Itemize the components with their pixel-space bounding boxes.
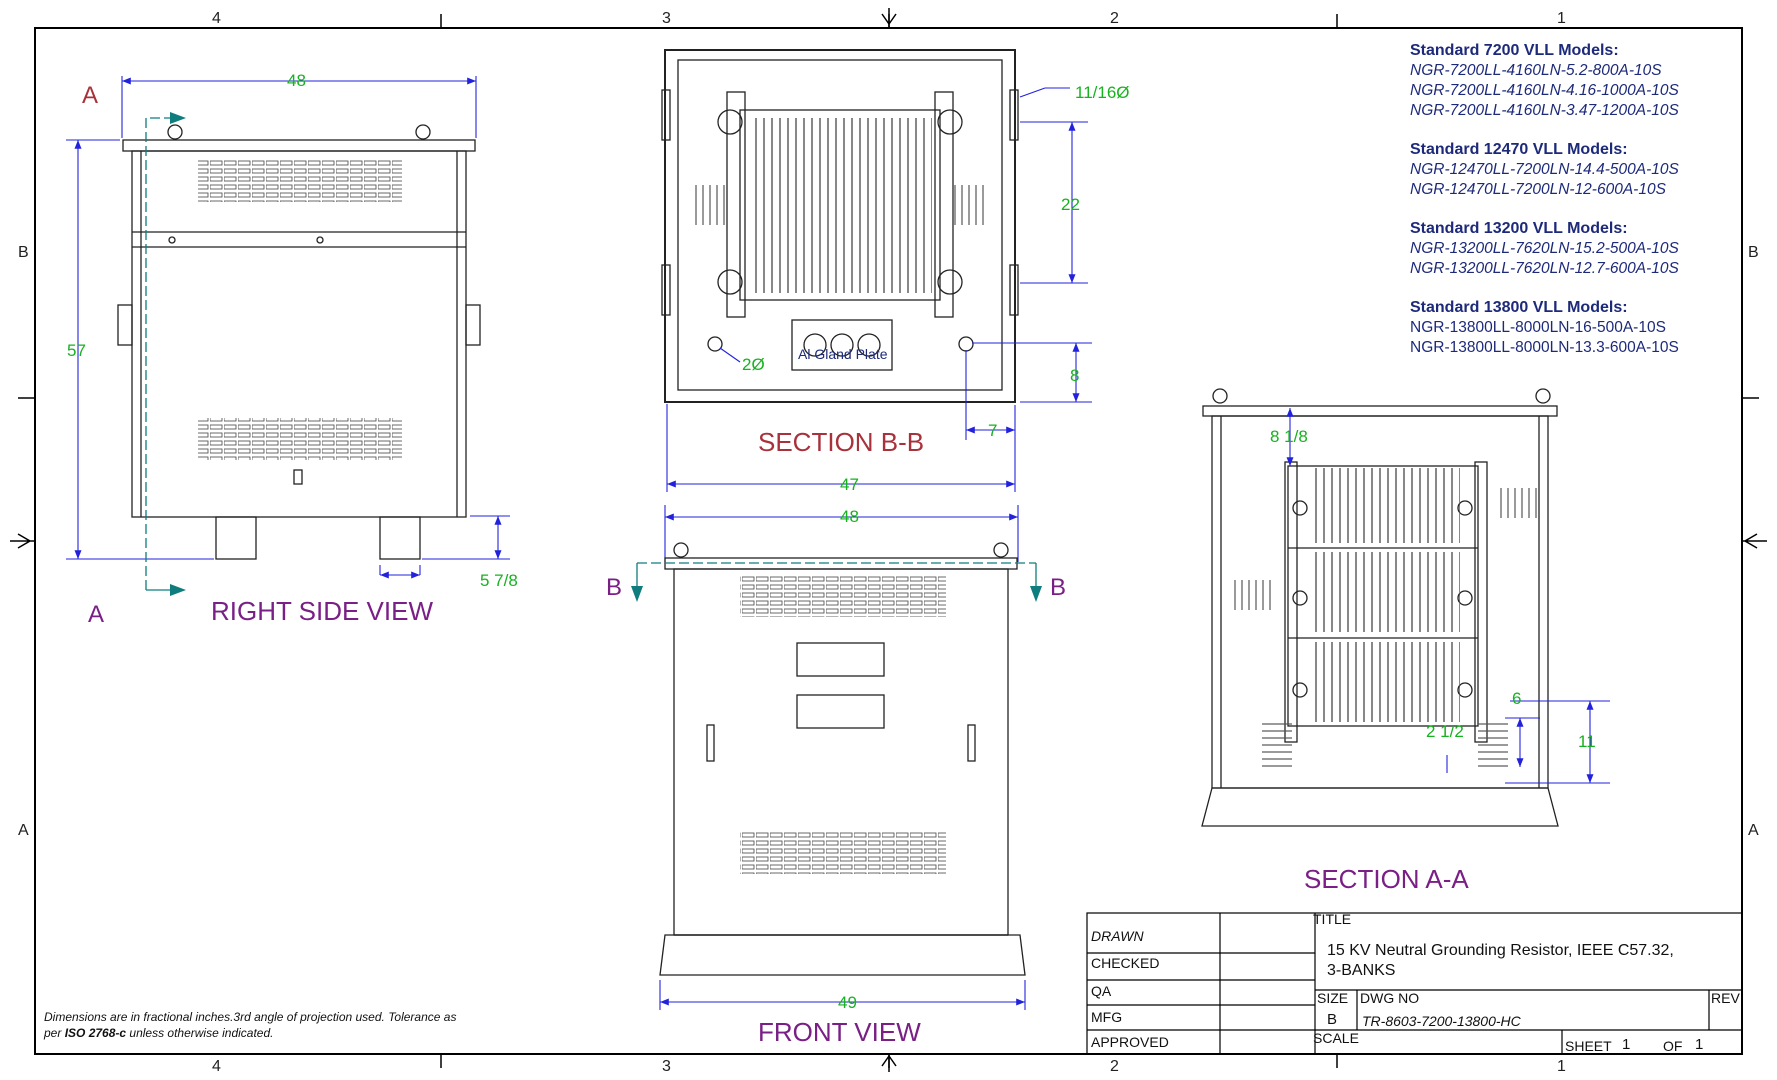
dim-bb-gland-height: 8 <box>1070 366 1080 385</box>
models-7200-header: Standard 7200 VLL Models: <box>1410 42 1619 59</box>
models-13200-header: Standard 13200 VLL Models: <box>1410 220 1628 237</box>
dim-width-48: 48 <box>840 507 859 526</box>
dim-front-base: 49 <box>838 993 857 1012</box>
note-line2: per ISO 2768-c unless otherwise indicate… <box>44 1026 273 1040</box>
section-marker-a-top: A <box>82 82 99 109</box>
zone-top-1: 1 <box>1557 10 1566 27</box>
dim-right-base: 5 7/8 <box>480 571 518 590</box>
dim-right-width: 48 <box>287 71 306 90</box>
tb-approved: APPROVED <box>1091 1034 1169 1050</box>
zone-top-2: 2 <box>1110 10 1119 27</box>
dim-aa-eleven: 11 <box>1578 732 1596 751</box>
tb-rev-label: REV <box>1711 990 1740 1006</box>
gland-plate-label: Al Gland Plate <box>798 346 888 362</box>
section-marker-b-left: B <box>606 574 623 601</box>
tb-size-label: SIZE <box>1317 990 1349 1006</box>
dim-aa-six: 6 <box>1512 689 1522 708</box>
tb-size-value: B <box>1327 1011 1338 1028</box>
zone-bottom-1: 1 <box>1557 1058 1566 1075</box>
zone-top-3: 3 <box>662 10 671 27</box>
zone-top-4: 4 <box>212 10 221 27</box>
zone-bottom-3: 3 <box>662 1058 671 1075</box>
tb-title-line2: 3-BANKS <box>1327 962 1396 979</box>
tb-sheet-value: 1 <box>1622 1036 1631 1053</box>
zone-bottom-2: 2 <box>1110 1058 1119 1075</box>
tb-of-value: 1 <box>1695 1036 1704 1053</box>
model-item: NGR-13200LL-7620LN-15.2-500A-10S <box>1410 240 1679 257</box>
tb-mfg: MFG <box>1091 1009 1123 1025</box>
section-marker-a-bottom: A <box>88 601 105 628</box>
dim-bb-hole-top: 11/16Ø <box>1075 83 1130 102</box>
zone-bottom-4: 4 <box>212 1058 221 1075</box>
tb-dwg-label: DWG NO <box>1360 990 1420 1006</box>
dim-right-height: 57 <box>67 341 86 360</box>
tb-of-label: OF <box>1663 1038 1683 1054</box>
tb-scale-label: SCALE <box>1313 1030 1359 1046</box>
tb-sheet-label: SHEET <box>1565 1038 1612 1054</box>
model-item: NGR-13800LL-8000LN-13.3-600A-10S <box>1410 339 1679 356</box>
zone-right-b: B <box>1748 244 1759 261</box>
models-12470-header: Standard 12470 VLL Models: <box>1410 141 1628 158</box>
dim-bb-hole-bottom: 2Ø <box>742 355 765 374</box>
tb-drawn: DRAWN <box>1091 928 1144 944</box>
dim-bb-vertical: 22 <box>1061 195 1080 214</box>
models-13800-header: Standard 13800 VLL Models: <box>1410 299 1628 316</box>
model-item: NGR-12470LL-7200LN-12-600A-10S <box>1410 181 1666 198</box>
model-item: NGR-7200LL-4160LN-3.47-1200A-10S <box>1410 102 1679 119</box>
dim-width-47: 47 <box>840 475 859 494</box>
dim-bb-gland-offset: 7 <box>988 421 998 440</box>
note-line2-suffix: unless otherwise indicated. <box>126 1026 274 1040</box>
note-line2-prefix: per <box>44 1026 65 1040</box>
tb-title-line1: 15 KV Neutral Grounding Resistor, IEEE C… <box>1327 942 1674 959</box>
model-item: NGR-13800LL-8000LN-16-500A-10S <box>1410 319 1666 336</box>
model-item: NGR-7200LL-4160LN-4.16-1000A-10S <box>1410 82 1679 99</box>
note-line2-standard: ISO 2768-c <box>64 1026 127 1040</box>
dim-aa-two-half: 2 1/2 <box>1426 722 1464 741</box>
section-bb-title: SECTION B-B <box>758 427 925 457</box>
tb-qa: QA <box>1091 983 1112 999</box>
note-line1: Dimensions are in fractional inches.3rd … <box>44 1010 457 1024</box>
section-marker-b-right: B <box>1050 574 1067 601</box>
model-item: NGR-13200LL-7620LN-12.7-600A-10S <box>1410 260 1679 277</box>
zone-left-a: A <box>18 822 29 839</box>
tb-checked: CHECKED <box>1091 955 1160 971</box>
tb-title-label: TITLE <box>1313 911 1352 927</box>
model-item: NGR-7200LL-4160LN-5.2-800A-10S <box>1410 62 1662 79</box>
tb-dwg-value: TR-8603-7200-13800-HC <box>1362 1013 1521 1029</box>
model-item: NGR-12470LL-7200LN-14.4-500A-10S <box>1410 161 1679 178</box>
front-view-title: FRONT VIEW <box>758 1017 921 1047</box>
section-aa-title: SECTION A-A <box>1304 864 1469 894</box>
zone-right-a: A <box>1748 822 1759 839</box>
zone-left-b: B <box>18 244 29 261</box>
right-side-view-title: RIGHT SIDE VIEW <box>211 596 433 626</box>
dim-aa-top-gap: 8 1/8 <box>1270 427 1308 446</box>
